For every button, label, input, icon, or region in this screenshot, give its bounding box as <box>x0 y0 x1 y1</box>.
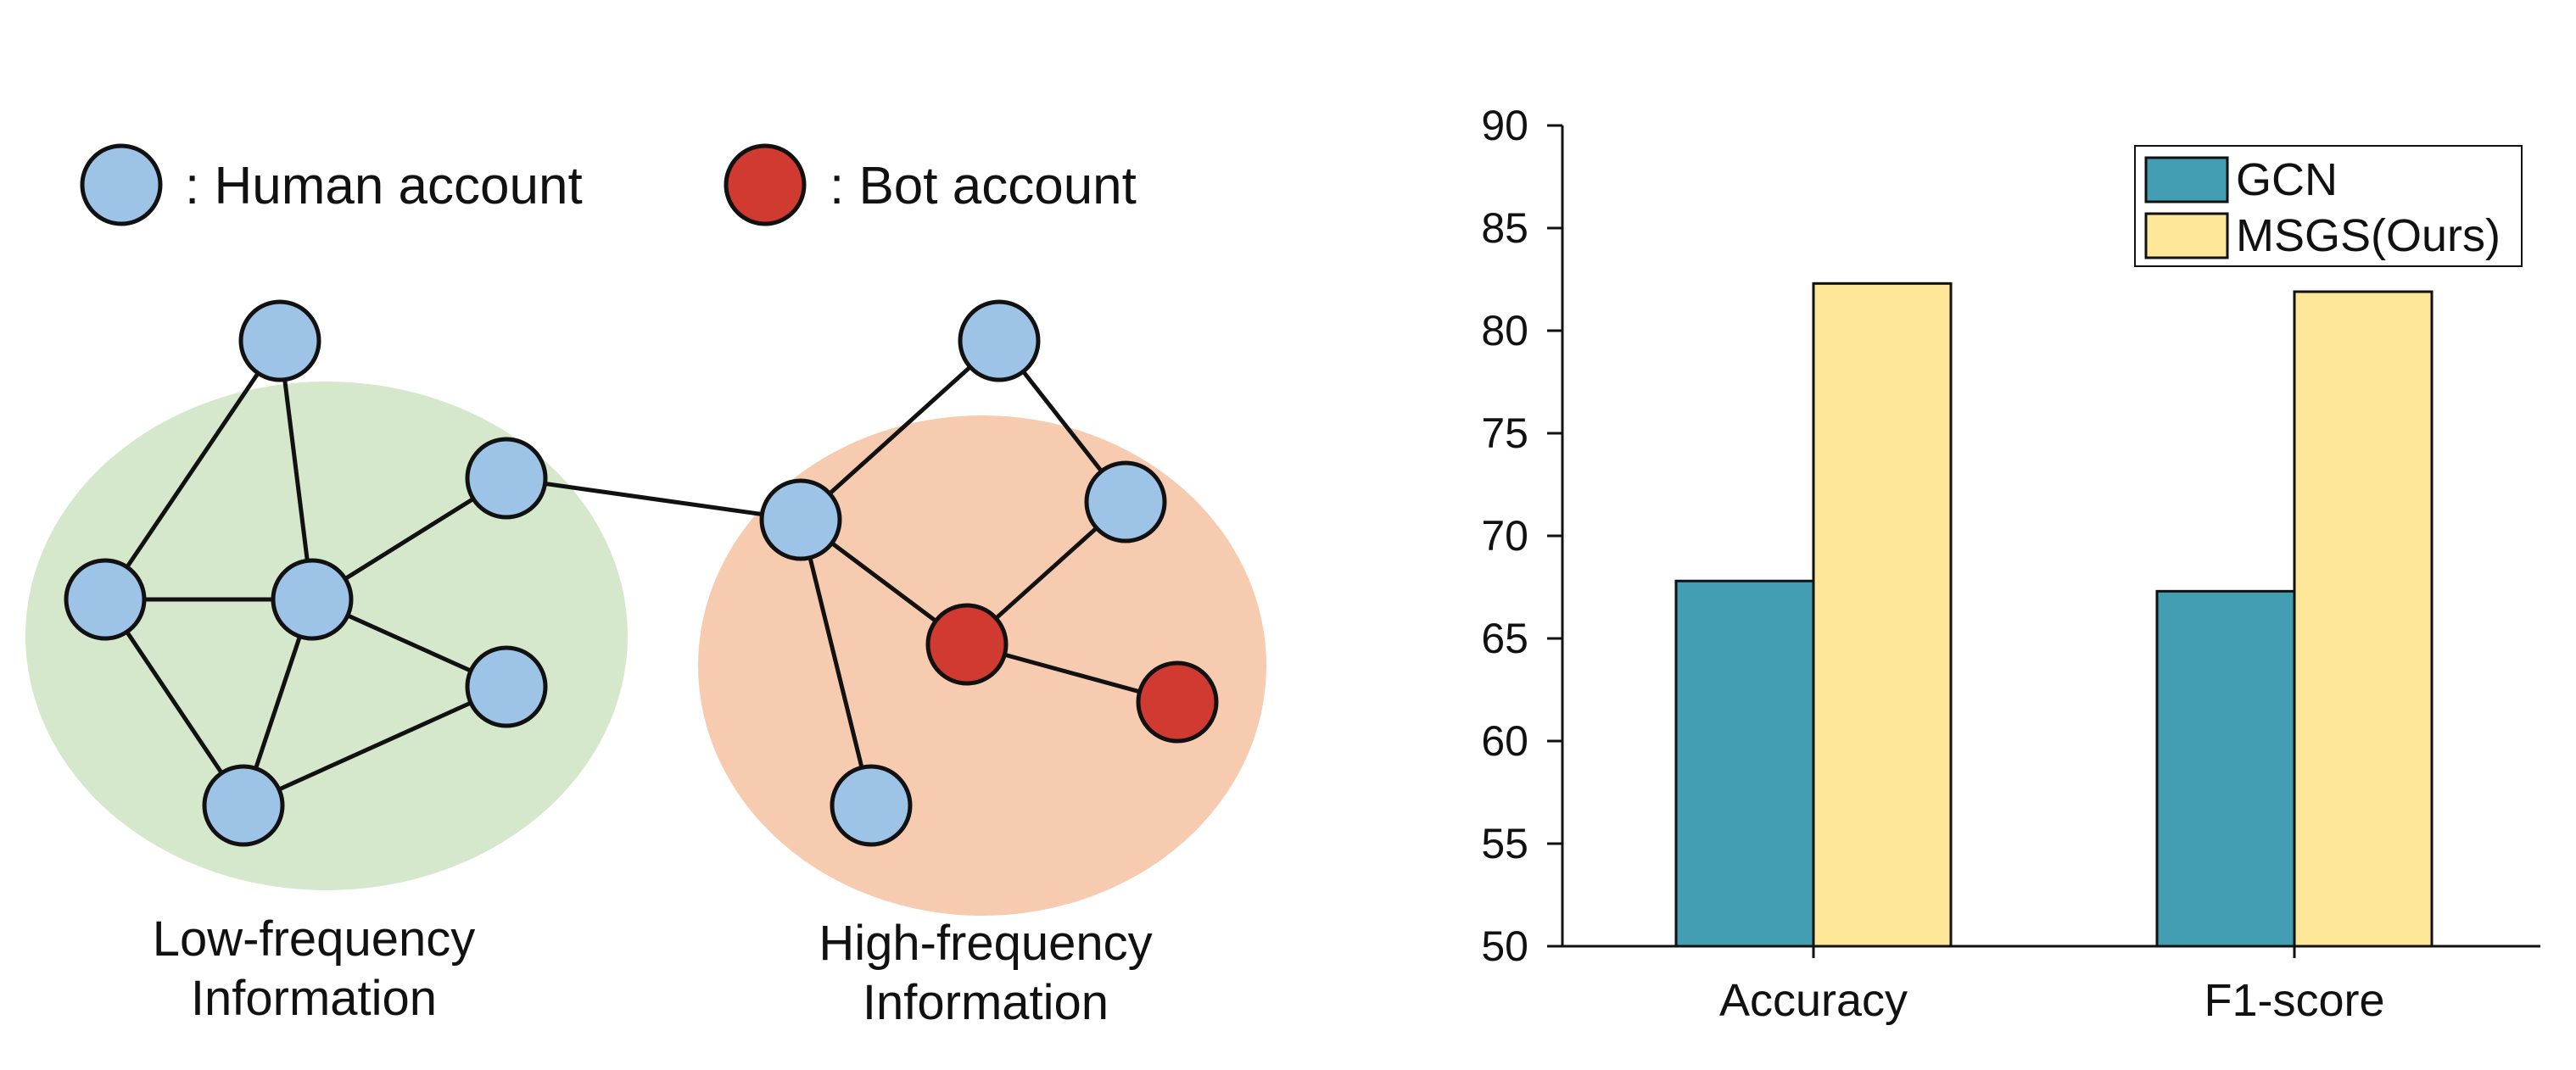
human-node <box>759 478 842 561</box>
legend-bot-label: : Bot account <box>830 157 1137 215</box>
legend-msgs-label: MSGS(Ours) <box>2236 210 2501 261</box>
low-frequency-label: Low-frequency Information <box>153 911 475 1026</box>
graph-edge <box>277 340 315 600</box>
graph-edge <box>242 684 508 808</box>
y-tick-label: 50 <box>1481 922 1528 970</box>
legend-human-label: : Human account <box>185 157 583 215</box>
high-frequency-label-line1: High-frequency <box>819 916 1152 971</box>
y-tick-label: 60 <box>1481 717 1528 765</box>
human-node <box>271 558 354 641</box>
human-node <box>830 764 913 847</box>
y-axis-ticks: 50 55 60 65 70 75 80 85 90 <box>1481 102 1562 970</box>
legend-gcn-label: GCN <box>2236 154 2338 205</box>
low-frequency-label-line1: Low-frequency <box>153 911 475 967</box>
high-frequency-label: High-frequency Information <box>819 916 1152 1030</box>
legend-human-swatch <box>80 143 163 226</box>
legend-gcn-swatch <box>2144 156 2229 203</box>
chart-legend: GCN MSGS(Ours) <box>2134 145 2523 267</box>
graph-edge <box>103 339 282 601</box>
y-tick-label: 75 <box>1481 410 1528 457</box>
graph-diagram: : Human account : Bot account Low-freque… <box>25 143 1266 1030</box>
graph-edge <box>798 519 874 806</box>
bar-msgs-f1-score <box>2293 290 2434 948</box>
bot-node <box>1136 660 1219 744</box>
human-node <box>1084 460 1167 543</box>
graph-edge <box>103 598 246 807</box>
y-tick-label: 85 <box>1481 204 1528 252</box>
high-frequency-label-line2: Information <box>863 975 1109 1030</box>
human-node <box>958 299 1041 382</box>
x-axis-categories: Accuracy F1-score <box>1719 946 2385 1026</box>
y-tick-label: 55 <box>1481 820 1528 867</box>
legend-bot-swatch <box>724 143 807 226</box>
human-node <box>465 645 548 728</box>
human-node <box>465 437 548 520</box>
graph-nodes <box>64 299 1219 847</box>
legend-msgs-swatch <box>2144 212 2229 259</box>
y-tick-label: 90 <box>1481 102 1528 149</box>
x-category-label: Accuracy <box>1719 975 1908 1026</box>
low-frequency-label-line2: Information <box>191 971 437 1026</box>
chart-bars <box>1674 281 2434 948</box>
bar-chart: 50 55 60 65 70 75 80 85 90 Accuracy F1-score GCN … <box>1481 102 2540 1026</box>
human-node <box>64 558 147 641</box>
node-legend: : Human account : Bot account <box>80 143 1137 226</box>
y-tick-label: 80 <box>1481 307 1528 354</box>
bar-msgs-accuracy <box>1812 281 1953 948</box>
y-tick-label: 65 <box>1481 615 1528 662</box>
human-node <box>202 764 285 847</box>
x-category-label: F1-score <box>2204 975 2384 1026</box>
graph-edge <box>506 476 802 522</box>
bar-gcn-accuracy <box>1674 579 1815 948</box>
bar-gcn-f1-score <box>2155 589 2296 948</box>
human-node <box>238 299 321 382</box>
y-tick-label: 70 <box>1481 512 1528 560</box>
bot-node <box>925 603 1009 686</box>
graph-edge <box>799 339 1001 521</box>
